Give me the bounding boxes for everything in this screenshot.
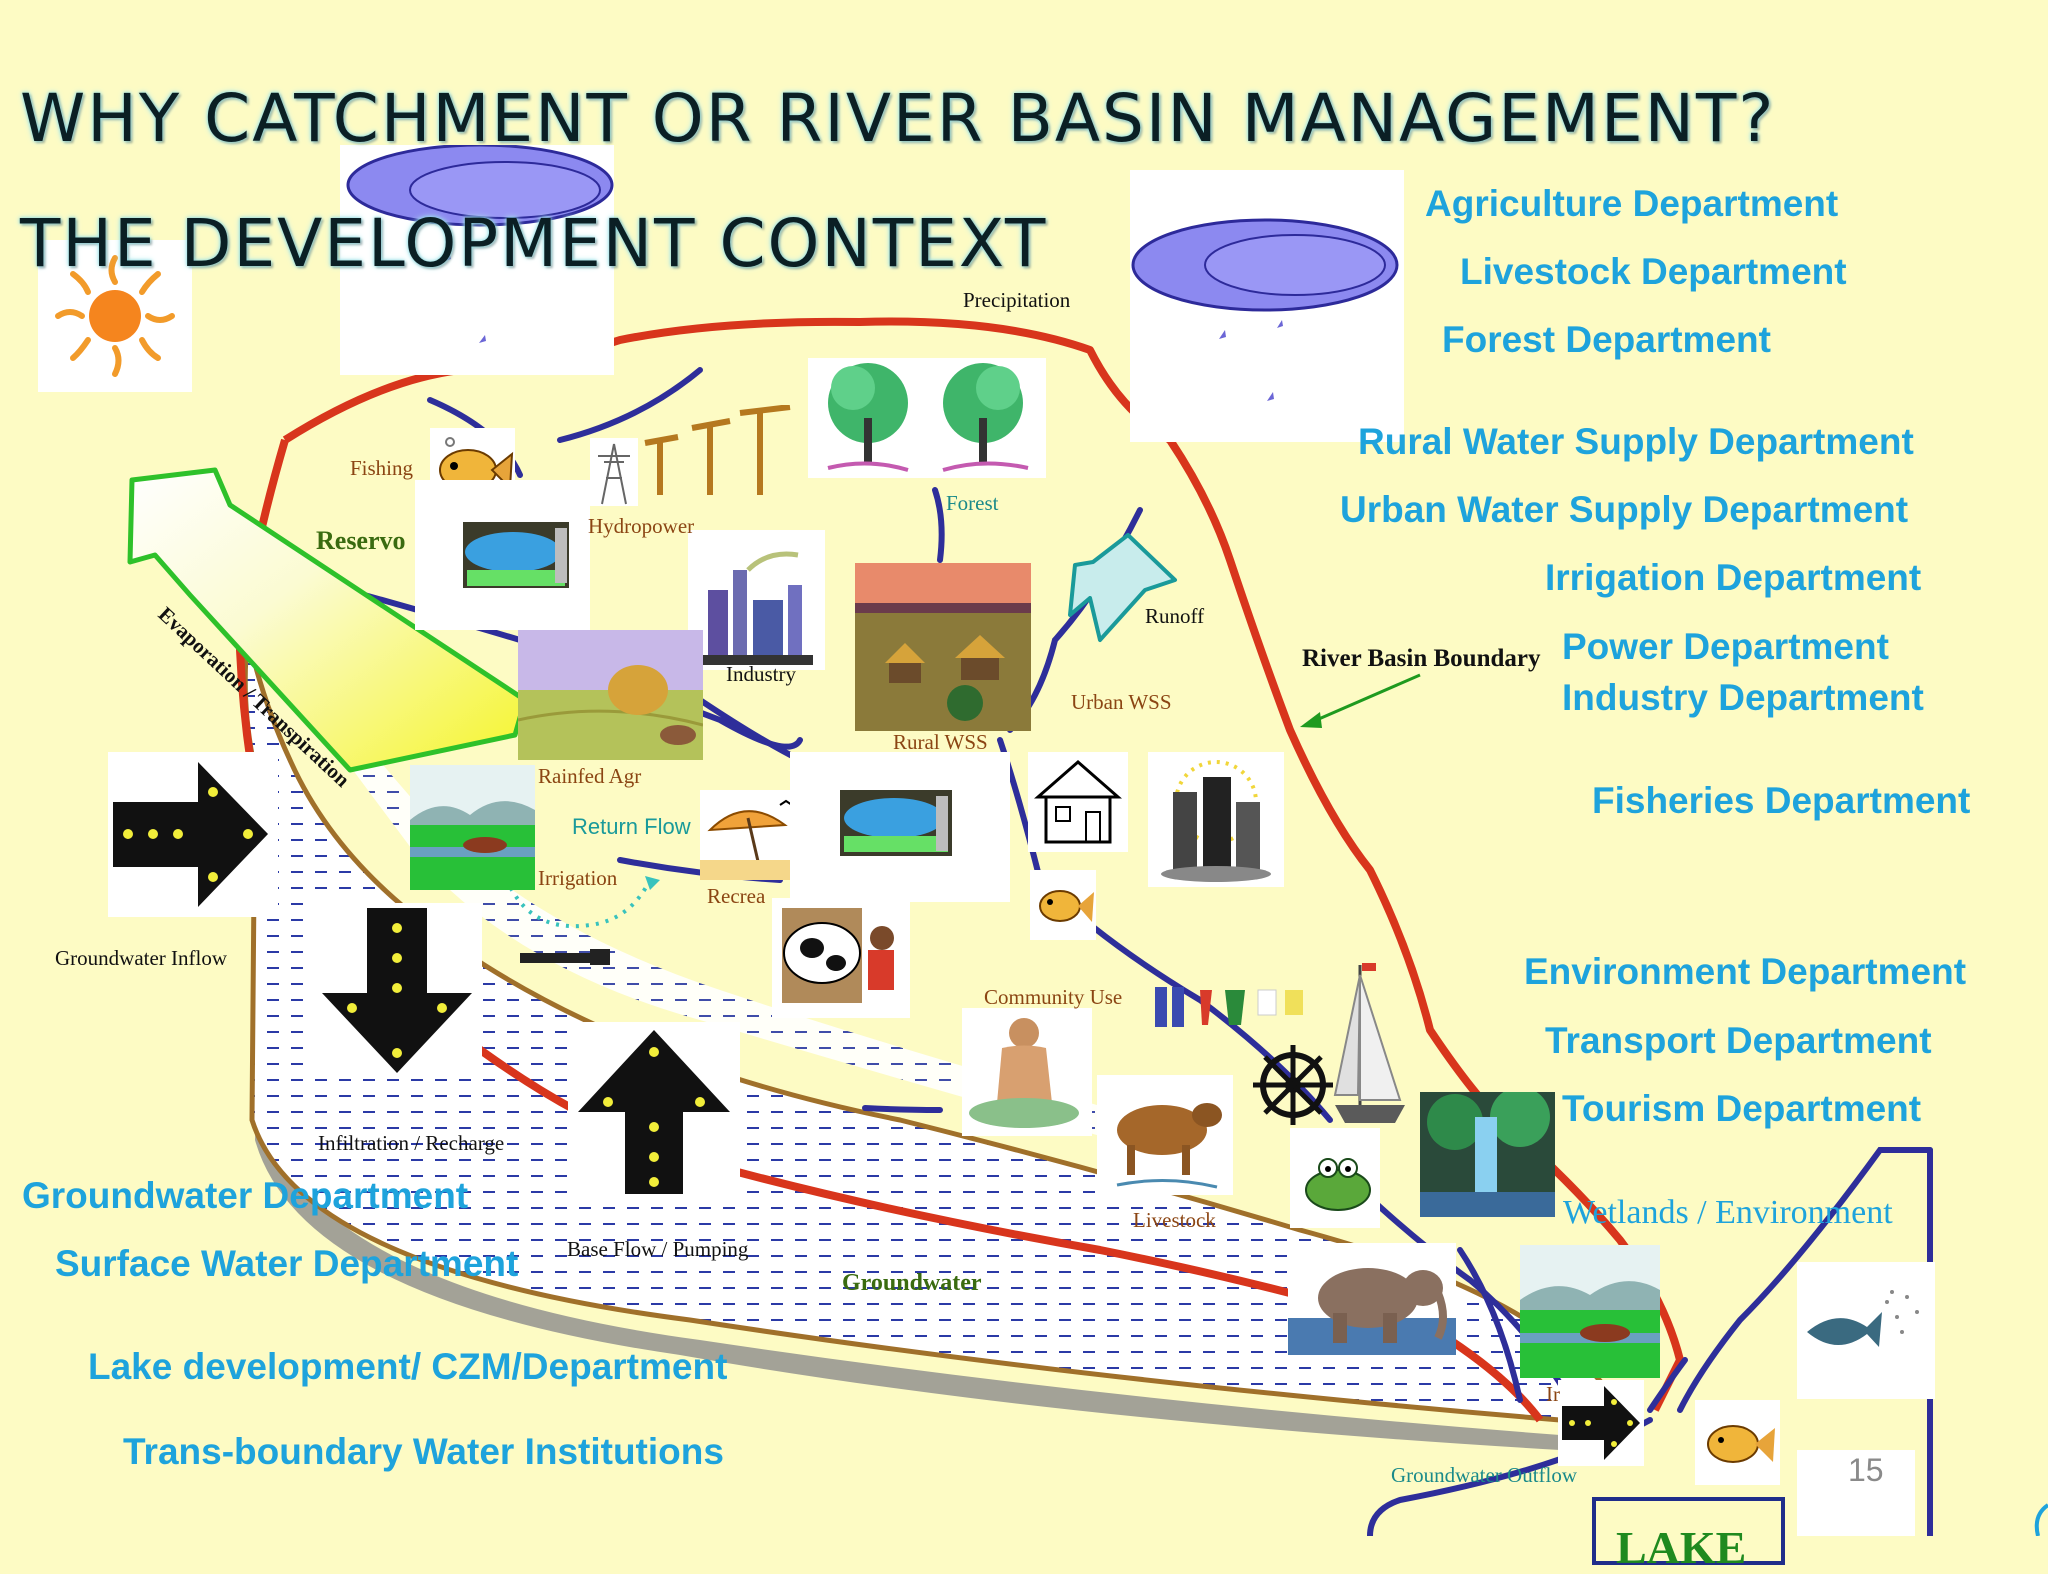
ox-icon <box>1097 1075 1233 1195</box>
dept-transport: Transport Department <box>1545 1020 1932 1061</box>
dept-agriculture: Agriculture Department <box>1425 183 1839 224</box>
umbrella-icon <box>700 790 807 880</box>
dept-irrigation: Irrigation Department <box>1545 557 1922 598</box>
runoff-label: Runoff <box>1145 604 1205 628</box>
precipitation-label: Precipitation <box>963 288 1071 312</box>
dept-fisheries: Fisheries Department <box>1592 780 1971 821</box>
fish-3-icon <box>1695 1400 1780 1485</box>
transmission-tower-icon <box>590 438 638 506</box>
groundwater-inflow-label: Groundwater Inflow <box>55 946 228 970</box>
groundwater-label: Groundwater <box>842 1270 982 1296</box>
sun-icon <box>38 240 192 392</box>
fish-2-icon <box>1030 870 1096 940</box>
village-icon <box>855 563 1031 731</box>
industry-label: Industry <box>726 662 796 686</box>
arrow-right-icon <box>108 752 278 917</box>
hydropower-label: Hydropower <box>588 514 695 538</box>
factory-icon <box>688 530 825 670</box>
dept-lake-development: Lake development/ CZM/Department <box>88 1346 728 1387</box>
bathing-person-icon <box>962 1008 1092 1136</box>
livestock-label: Livestock <box>1133 1208 1216 1232</box>
reservoir-icon <box>415 480 590 630</box>
power-poles-icon <box>644 405 791 495</box>
wetlands-label: Wetlands / Environment <box>1563 1194 1893 1231</box>
return-flow-label: Return Flow <box>572 814 691 839</box>
river-basin-boundary-label: River Basin Boundary <box>1302 645 1541 672</box>
base-flow-label: Base Flow / Pumping <box>567 1237 749 1261</box>
ship-wheel-icon <box>1253 1045 1333 1125</box>
evaporation-arrow <box>127 467 528 773</box>
house-icon <box>1028 752 1128 852</box>
page-title: WHY CATCHMENT OR RIVER BASIN MANAGEMENT? <box>20 80 1776 157</box>
irrigation-small-label: Ir <box>1546 1382 1560 1406</box>
urban-wss-label: Urban WSS <box>1071 690 1172 714</box>
irrigation-label: Irrigation <box>538 866 618 890</box>
fish-lake-icon <box>1797 1262 1935 1399</box>
dept-livestock: Livestock Department <box>1460 251 1847 292</box>
irrigation-field-icon <box>410 765 535 890</box>
dept-groundwater: Groundwater Department <box>22 1175 469 1216</box>
dept-rural-water-supply: Rural Water Supply Department <box>1358 421 1914 462</box>
irrigation-field-2-icon <box>1520 1245 1660 1378</box>
cow-icon <box>772 898 910 1018</box>
dept-forest: Forest Department <box>1442 319 1771 360</box>
dept-power: Power Department <box>1562 626 1889 667</box>
dept-trans-boundary: Trans-boundary Water Institutions <box>123 1431 724 1472</box>
tree-icon <box>808 358 1046 478</box>
runoff-arrow <box>1068 533 1177 642</box>
dept-tourism: Tourism Department <box>1562 1088 1922 1129</box>
page-subtitle: THE DEVELOPMENT CONTEXT <box>20 205 1048 282</box>
frog-icon <box>1290 1128 1380 1228</box>
lake-label: LAKE <box>1616 1522 1747 1573</box>
rural-wss-label: Rural WSS <box>893 730 988 754</box>
cloud-icon <box>340 143 614 375</box>
lake-box: LAKE <box>1592 1497 1785 1573</box>
elephant-icon <box>1288 1243 1456 1355</box>
arrow-up-icon <box>568 1022 740 1202</box>
reservoir-2-icon <box>790 752 1010 902</box>
lake-creature-card <box>1797 1450 1915 1536</box>
corner-decoration <box>2034 1503 2048 1536</box>
fishing-label: Fishing <box>350 456 414 480</box>
forest-label: Forest <box>946 491 999 515</box>
precipitation-cloud-icon <box>1130 170 1404 442</box>
field-icon <box>517 630 704 760</box>
reservoir-label: Reservo <box>316 526 406 555</box>
community-use-label: Community Use <box>984 985 1123 1009</box>
dept-environment: Environment Department <box>1524 951 1967 992</box>
slide: LAKE Precipitation Fishing Reservo Hydro… <box>20 80 2048 1573</box>
dept-urban-water-supply: Urban Water Supply Department <box>1340 489 1909 530</box>
sailboat-icon <box>1333 963 1405 1123</box>
arrow-right-small-icon <box>1558 1380 1644 1466</box>
infiltration-label: Infiltration / Recharge <box>318 1131 505 1155</box>
groundwater-outflow-label: Groundwater Outflow <box>1391 1463 1578 1487</box>
dept-industry: Industry Department <box>1562 677 1924 718</box>
arrow-down-icon <box>312 903 482 1078</box>
slide-number: 15 <box>1848 1452 1884 1488</box>
pump-icon <box>520 949 610 965</box>
waterfall-icon <box>1420 1087 1555 1217</box>
laundry-icon <box>1155 987 1303 1027</box>
recreation-label: Recrea <box>707 884 766 908</box>
dept-surface-water: Surface Water Department <box>55 1243 519 1284</box>
rainfed-agr-label: Rainfed Agr <box>538 764 642 788</box>
city-icon <box>1148 752 1284 887</box>
